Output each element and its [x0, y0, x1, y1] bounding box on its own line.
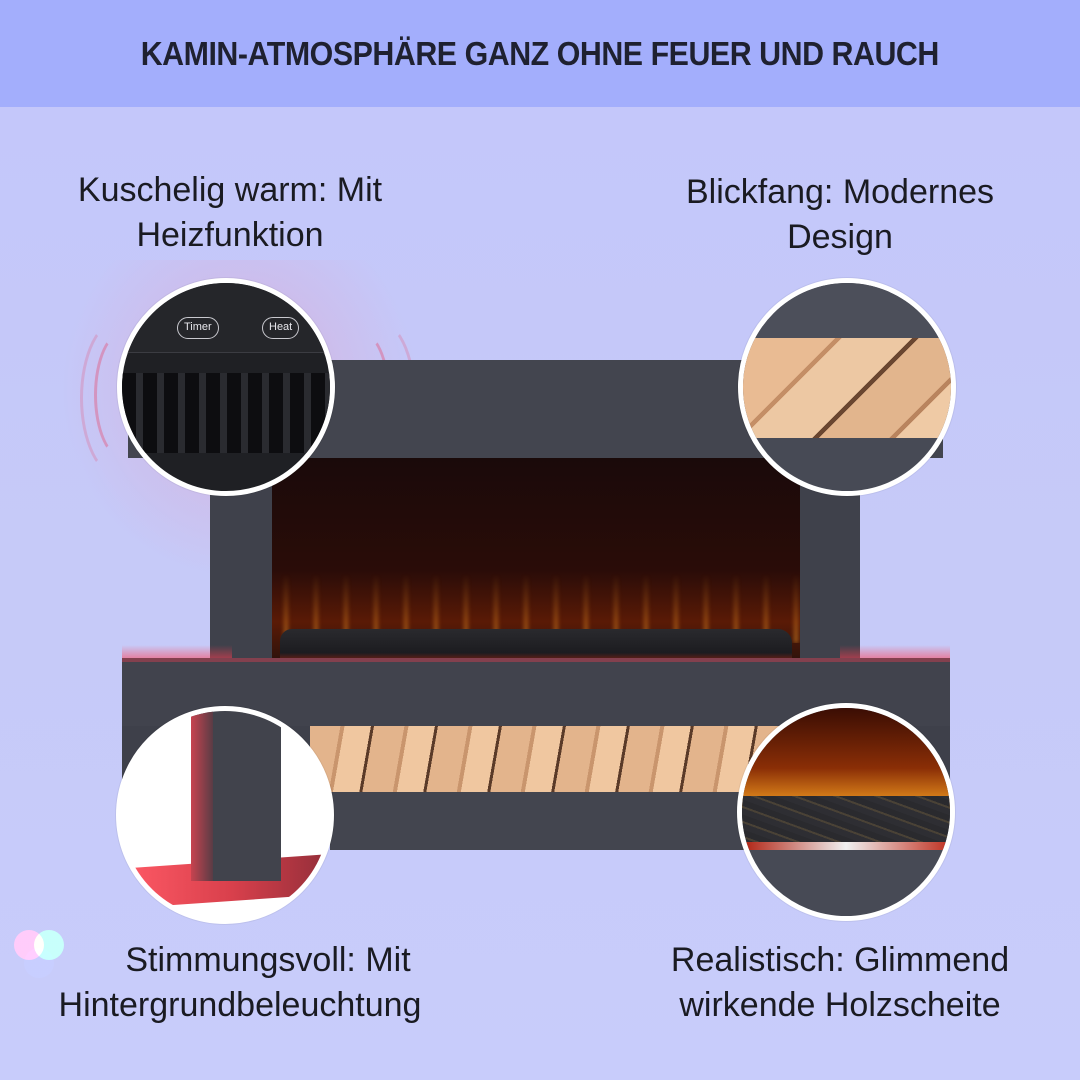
glowing-log-closeup	[742, 796, 950, 844]
ember-bed	[742, 842, 950, 850]
control-panel: Timer Heat	[122, 283, 330, 353]
firewood-closeup	[743, 338, 951, 438]
headline-banner: KAMIN-ATMOSPHÄRE GANZ OHNE FEUER UND RAU…	[0, 0, 1080, 107]
rgb-color-icon	[14, 930, 70, 986]
caption-line: Kuschelig warm: Mit	[77, 171, 383, 209]
detail-circle-design	[738, 278, 956, 496]
feature-caption-backlight: Stimmungsvoll: Mit Hintergrundbeleuchtun…	[10, 938, 470, 1028]
caption-line: Hintergrundbeleuchtung	[58, 986, 422, 1024]
heat-button: Heat	[262, 317, 300, 339]
heater-vent-grille	[122, 373, 330, 453]
caption-line: Blickfang: Modernes	[685, 173, 995, 211]
headline: KAMIN-ATMOSPHÄRE GANZ OHNE FEUER UND RAU…	[140, 34, 940, 72]
heat-wave-icon	[80, 318, 160, 478]
detail-circle-backlight	[116, 706, 334, 924]
firewood-stack	[310, 726, 780, 792]
caption-line: Heizfunktion	[136, 216, 324, 254]
flame-closeup	[742, 708, 950, 808]
feature-caption-design: Blickfang: Modernes Design	[640, 170, 1040, 260]
caption-line: Stimmungsvoll: Mit	[125, 941, 411, 979]
feature-caption-logs: Realistisch: Glimmend wirkende Holzschei…	[630, 938, 1050, 1028]
fireplace-flame-screen	[272, 458, 800, 663]
caption-line: Realistisch: Glimmend	[670, 941, 1010, 979]
detail-circle-logs	[737, 703, 955, 921]
glowing-logs	[280, 629, 792, 663]
caption-line: Design	[787, 218, 893, 256]
detail-circle-heater: Timer Heat	[117, 278, 335, 496]
feature-caption-heat: Kuschelig warm: Mit Heizfunktion	[30, 168, 430, 258]
fireplace-bottom-rail	[330, 792, 810, 850]
red-backlight-edge	[191, 711, 213, 881]
timer-button: Timer	[177, 317, 219, 339]
caption-line: wirkende Holzscheite	[679, 986, 1001, 1024]
shelf-top	[743, 283, 951, 338]
